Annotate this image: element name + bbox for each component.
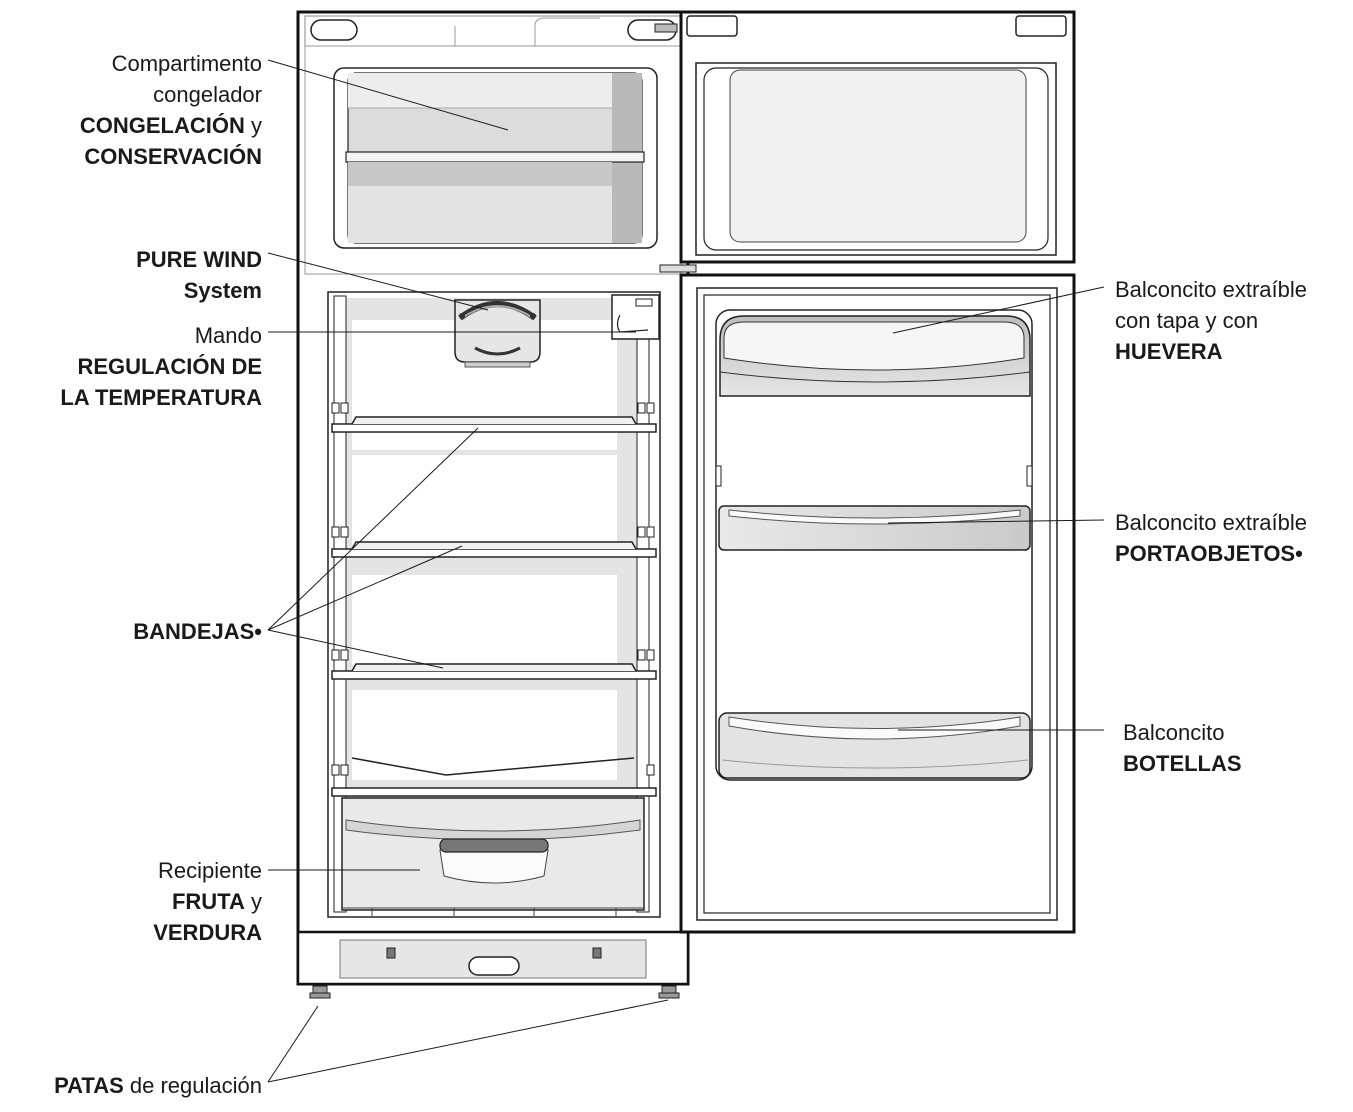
label-text: Recipiente xyxy=(158,858,262,883)
label-text-bold: VERDURA xyxy=(153,920,262,945)
label-text-bold: FRUTA xyxy=(171,889,245,914)
label-text: y xyxy=(244,113,262,138)
freezer-compartment xyxy=(333,67,658,249)
bottle-balcony xyxy=(718,712,1031,779)
label-text: Balconcito extraíble xyxy=(1115,277,1307,302)
label-text-bold: LA TEMPERATURA xyxy=(60,385,262,410)
pure-wind-fan-unit xyxy=(454,299,541,368)
label-text-bold: PURE WIND xyxy=(136,247,262,272)
label-text-bold: CONSERVACIÓN xyxy=(84,144,262,169)
label-pure-wind: PURE WIND System xyxy=(136,244,262,306)
label-text-bold: PATAS xyxy=(54,1073,124,1098)
label-freezer-compartment: Compartimento congelador CONGELACIÓN y C… xyxy=(80,48,262,172)
label-text-bold: CONGELACIÓN xyxy=(79,113,245,138)
freezer-door xyxy=(659,10,1076,273)
label-text-bold: REGULACIÓN DE xyxy=(77,354,262,379)
label-bottle-balcony: Balconcito BOTELLAS xyxy=(1123,717,1242,779)
label-text: con tapa y con xyxy=(1115,308,1259,333)
label-text: Balconcito xyxy=(1123,720,1225,745)
label-shelves: BANDEJAS• xyxy=(133,616,262,647)
shelves xyxy=(331,416,657,797)
label-text: Compartimento xyxy=(111,51,262,76)
label-text: y xyxy=(244,889,262,914)
bottom-kickplate xyxy=(296,930,690,986)
label-text: congelador xyxy=(153,82,262,107)
label-text: de regulación xyxy=(123,1073,262,1098)
label-thermostat: Mando REGULACIÓN DE LA TEMPERATURA xyxy=(60,320,262,413)
label-text: Balconcito extraíble xyxy=(1115,510,1307,535)
leader-lines xyxy=(267,59,1105,1083)
label-text-bold: HUEVERA xyxy=(1115,339,1223,364)
label-feet: PATAS de regulación xyxy=(54,1070,262,1101)
label-crisper: Recipiente FRUTA y VERDURA xyxy=(153,855,262,948)
fridge-door xyxy=(679,273,1076,934)
label-text-bold: System xyxy=(183,278,262,303)
label-text-bold: PORTAOBJETOS• xyxy=(1115,541,1303,566)
label-text-bold: BANDEJAS• xyxy=(133,619,262,644)
label-object-balcony: Balconcito extraíble PORTAOBJETOS• xyxy=(1115,507,1307,569)
leveling-feet xyxy=(309,985,680,999)
object-balcony xyxy=(718,505,1031,551)
egg-balcony xyxy=(719,315,1031,397)
label-text: Mando xyxy=(194,323,262,348)
label-egg-balcony: Balconcito extraíble con tapa y con HUEV… xyxy=(1115,274,1307,367)
label-text-bold: BOTELLAS xyxy=(1123,751,1242,776)
crisper-drawer xyxy=(341,797,645,916)
